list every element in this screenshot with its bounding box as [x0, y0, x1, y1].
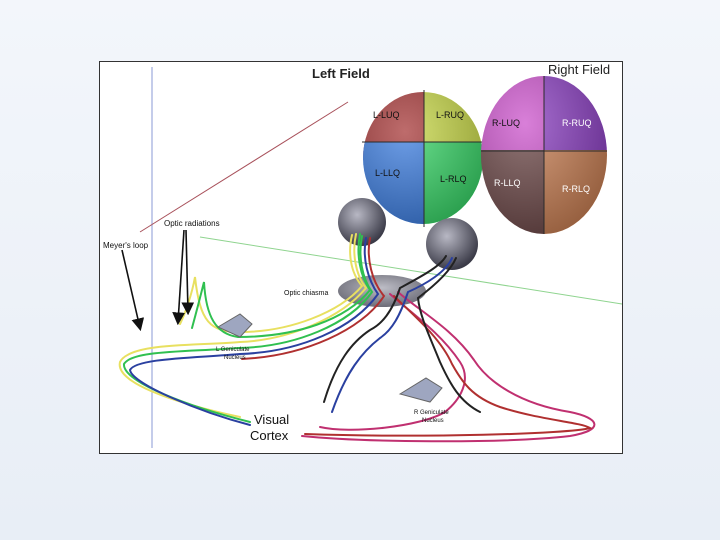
- l-geniculate-label-line2: Nucleus: [224, 355, 246, 361]
- meyers-loop-label: Meyer's loop: [103, 241, 149, 250]
- visual-cortex-label-line2: Cortex: [250, 428, 289, 443]
- right-eye: [426, 218, 478, 270]
- r-rlq-label: R-RLQ: [562, 184, 590, 194]
- l-geniculate-label-line1: L Geniculate: [216, 347, 250, 353]
- l-llq-label: L-LLQ: [375, 168, 400, 178]
- pointer-arrows: [121, 229, 195, 332]
- l-luq-label: L-LUQ: [373, 110, 400, 120]
- r-ruq-label: R-RUQ: [562, 118, 592, 128]
- optic-radiations-label: Optic radiations: [164, 219, 220, 228]
- l-rlq-label: L-RLQ: [440, 174, 467, 184]
- r-luq-label: R-LUQ: [492, 118, 520, 128]
- l-ruq-label: L-RUQ: [436, 110, 464, 120]
- r-geniculate-label-line1: R Geniculate: [414, 410, 449, 416]
- left-field-title: Left Field: [312, 66, 370, 81]
- diagonal-axis-line: [139, 101, 349, 233]
- optic-chiasma-label: Optic chiasma: [284, 290, 328, 297]
- r-geniculate-nucleus-shape: [398, 377, 443, 403]
- right-field-title: Right Field: [548, 62, 610, 77]
- nerve-tracts: [118, 233, 596, 443]
- visual-cortex-label-line1: Visual: [254, 412, 289, 427]
- horizontal-axis-line: [199, 236, 623, 305]
- diagram-frame: Left Field Right Field L-LUQ L-RUQ L-LLQ…: [99, 61, 623, 454]
- r-llq-label: R-LLQ: [494, 178, 521, 188]
- r-geniculate-label-line2: Nucleus: [422, 418, 444, 424]
- right-field-sphere: [481, 76, 607, 234]
- l-geniculate-nucleus-shape: [216, 313, 253, 338]
- visual-pathway-diagram: Left Field Right Field L-LUQ L-RUQ L-LLQ…: [103, 62, 623, 448]
- left-eye: [338, 198, 386, 246]
